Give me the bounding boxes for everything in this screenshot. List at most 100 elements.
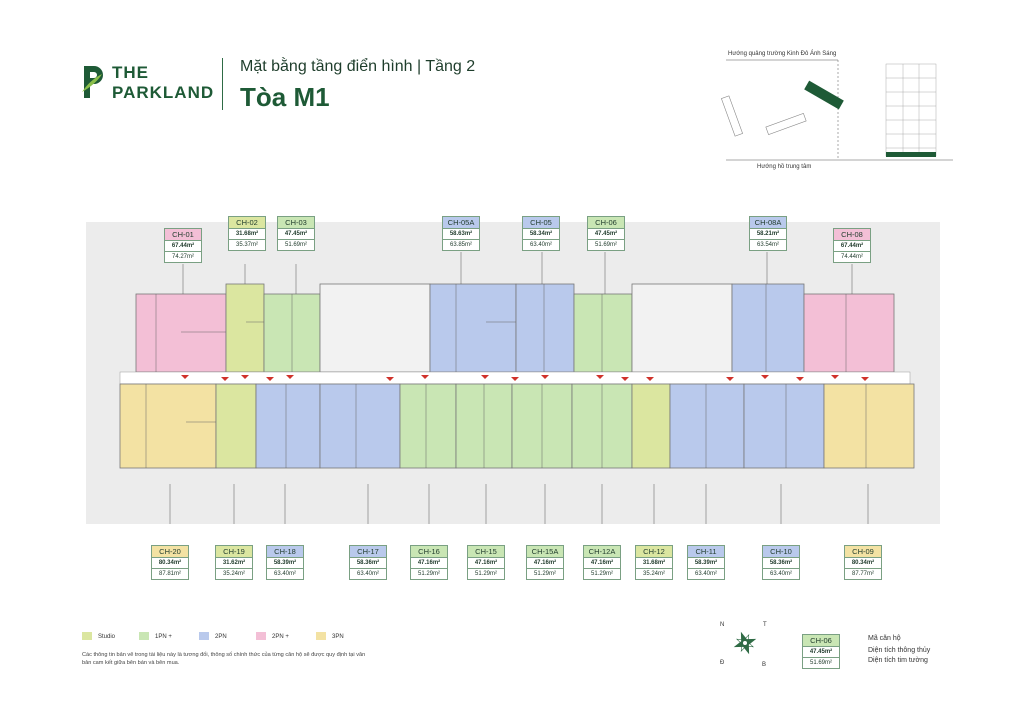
legend-label: 1PN + xyxy=(155,634,172,640)
unit-net-area: 67.44m² xyxy=(833,240,871,251)
disclaimer-note: Các thông tin bản vẽ trong tài liệu này … xyxy=(82,652,366,666)
legend-swatch xyxy=(139,632,149,641)
unit-tag-ch12a[interactable]: CH-12A 47.16m² 51.29m² xyxy=(583,545,621,580)
unit-net-area: 58.39m² xyxy=(266,557,304,568)
key-label-gross-area: Diện tích tim tường xyxy=(868,657,928,664)
unit-net-area: 80.34m² xyxy=(844,557,882,568)
unit-tag-ch15a[interactable]: CH-15A 47.16m² 51.29m² xyxy=(526,545,564,580)
unit-code: CH-15A xyxy=(526,545,564,557)
unit-tag-ch08[interactable]: CH-08 67.44m² 74.44m² xyxy=(833,228,871,263)
compass-west: T xyxy=(763,622,767,628)
unit-tag-ch20[interactable]: CH-20 80.34m² 87.81m² xyxy=(151,545,189,580)
unit-tag-ch17[interactable]: CH-17 58.36m² 63.40m² xyxy=(349,545,387,580)
legend-swatch xyxy=(82,632,92,641)
unit-gross-area: 87.81m² xyxy=(151,568,189,580)
unit-tag-ch06[interactable]: CH-06 47.45m² 51.69m² xyxy=(587,216,625,251)
unit-net-area: 47.45m² xyxy=(587,228,625,239)
unit-code: CH-12 xyxy=(635,545,673,557)
unit-gross-area: 63.40m² xyxy=(522,239,560,251)
unit-tag-ch02[interactable]: CH-02 31.68m² 35.37m² xyxy=(228,216,266,251)
unit-ch16-plan xyxy=(399,383,457,469)
unit-tag-ch10[interactable]: CH-10 58.36m² 63.40m² xyxy=(762,545,800,580)
core-left-plan xyxy=(319,283,431,373)
unit-gross-area: 74.27m² xyxy=(164,251,202,263)
unit-tag-ch18[interactable]: CH-18 58.39m² 63.40m² xyxy=(266,545,304,580)
legend-label: 2PN xyxy=(215,634,227,640)
unit-net-area: 58.21m² xyxy=(749,228,787,239)
unit-ch05a-plan xyxy=(429,283,517,373)
legend-2pn-plus: 2PN + xyxy=(256,631,289,643)
unit-gross-area: 63.40m² xyxy=(266,568,304,580)
unit-tag-ch01[interactable]: CH-01 67.44m² 74.27m² xyxy=(164,228,202,263)
unit-ch19-plan xyxy=(215,383,257,469)
unit-code: CH-18 xyxy=(266,545,304,557)
keyplan-top-label: Hướng quảng trường Kinh Đô Ánh Sáng xyxy=(728,51,837,57)
legend-label: 3PN xyxy=(332,634,344,640)
unit-net-area: 58.36m² xyxy=(762,557,800,568)
unit-net-area: 58.36m² xyxy=(349,557,387,568)
legend-label: 2PN + xyxy=(272,634,289,640)
compass-icon: N T B Đ xyxy=(720,622,767,668)
unit-ch01-plan xyxy=(135,293,227,373)
unit-code: CH-02 xyxy=(228,216,266,228)
unit-code: CH-09 xyxy=(844,545,882,557)
core-right-plan xyxy=(631,283,733,373)
unit-code: CH-06 xyxy=(587,216,625,228)
unit-tag-ch08a[interactable]: CH-08A 58.21m² 63.54m² xyxy=(749,216,787,251)
unit-net-area: 67.44m² xyxy=(164,240,202,251)
page-title: Tòa M1 xyxy=(240,82,330,112)
header-divider xyxy=(222,58,223,110)
parkland-logo-icon xyxy=(82,66,103,98)
legend-2pn: 2PN xyxy=(199,631,227,643)
unit-tag-ch16[interactable]: CH-16 47.16m² 51.29m² xyxy=(410,545,448,580)
key-net-area: 47.45m² xyxy=(802,646,840,657)
unit-ch12-plan xyxy=(631,383,671,469)
unit-code: CH-08 xyxy=(833,228,871,240)
unit-code: CH-17 xyxy=(349,545,387,557)
unit-code: CH-15 xyxy=(467,545,505,557)
unit-code: CH-10 xyxy=(762,545,800,557)
unit-tag-ch05[interactable]: CH-05 58.34m² 63.40m² xyxy=(522,216,560,251)
unit-gross-area: 35.37m² xyxy=(228,239,266,251)
unit-net-area: 47.16m² xyxy=(467,557,505,568)
unit-tag-ch12[interactable]: CH-12 31.68m² 35.24m² xyxy=(635,545,673,580)
unit-ch17-plan xyxy=(319,383,401,469)
unit-ch09-plan xyxy=(823,383,915,469)
floor-plan xyxy=(86,222,940,524)
brand-line-1: THE xyxy=(112,63,149,82)
unit-tag-ch03[interactable]: CH-03 47.45m² 51.69m² xyxy=(277,216,315,251)
key-label-net-area: Diện tích thông thủy xyxy=(868,647,931,654)
unit-net-area: 47.16m² xyxy=(526,557,564,568)
unit-code: CH-08A xyxy=(749,216,787,228)
unit-net-area: 47.45m² xyxy=(277,228,315,239)
unit-tag-ch19[interactable]: CH-19 31.62m² 35.24m² xyxy=(215,545,253,580)
unit-net-area: 58.39m² xyxy=(687,557,725,568)
unit-net-area: 47.16m² xyxy=(583,557,621,568)
unit-gross-area: 35.24m² xyxy=(215,568,253,580)
unit-gross-area: 87.77m² xyxy=(844,568,882,580)
unit-tag-ch09[interactable]: CH-09 80.34m² 87.77m² xyxy=(844,545,882,580)
unit-gross-area: 63.85m² xyxy=(442,239,480,251)
unit-tag-ch05a[interactable]: CH-05A 58.63m² 63.85m² xyxy=(442,216,480,251)
unit-gross-area: 51.29m² xyxy=(467,568,505,580)
unit-gross-area: 51.29m² xyxy=(583,568,621,580)
legend-swatch xyxy=(316,632,326,641)
unit-gross-area: 63.40m² xyxy=(349,568,387,580)
unit-gross-area: 35.24m² xyxy=(635,568,673,580)
unit-gross-area: 51.69m² xyxy=(587,239,625,251)
legend-label: Studio xyxy=(98,634,116,640)
keyplan-bottom-label: Hướng hồ trung tâm xyxy=(757,164,812,170)
unit-code: CH-20 xyxy=(151,545,189,557)
unit-tag-ch15[interactable]: CH-15 47.16m² 51.29m² xyxy=(467,545,505,580)
unit-code: CH-05A xyxy=(442,216,480,228)
unit-gross-area: 63.54m² xyxy=(749,239,787,251)
legend-3pn: 3PN xyxy=(316,631,344,643)
key-sample-tag: CH-06 47.45m² 51.69m² xyxy=(802,634,840,669)
unit-ch08-plan xyxy=(803,293,895,373)
unit-gross-area: 51.29m² xyxy=(410,568,448,580)
unit-net-area: 80.34m² xyxy=(151,557,189,568)
unit-code: CH-11 xyxy=(687,545,725,557)
unit-tag-ch11[interactable]: CH-11 58.39m² 63.40m² xyxy=(687,545,725,580)
key-code: CH-06 xyxy=(802,634,840,646)
unit-code: CH-16 xyxy=(410,545,448,557)
